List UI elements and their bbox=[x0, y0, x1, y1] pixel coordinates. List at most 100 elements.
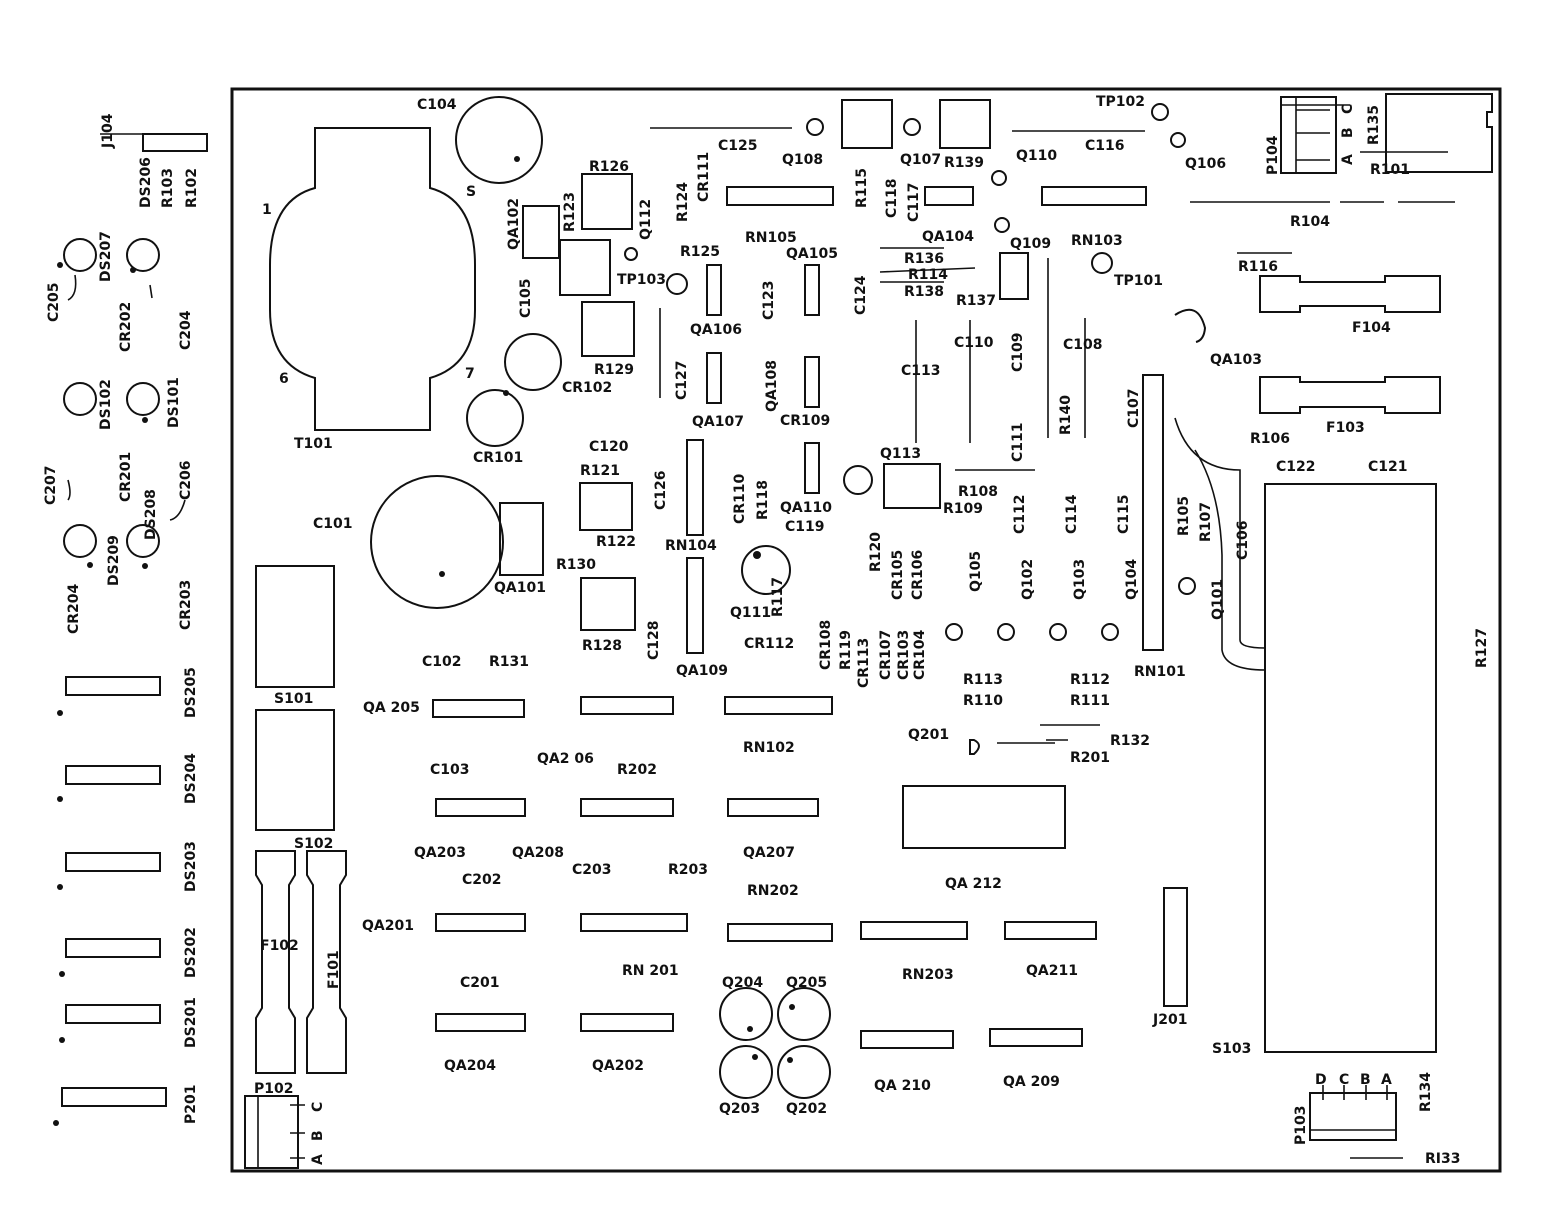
label-p103-a: A bbox=[1381, 1072, 1392, 1088]
label-r111: R111 bbox=[1070, 693, 1110, 709]
j104-connector bbox=[142, 133, 208, 152]
label-r109: R109 bbox=[943, 501, 983, 517]
ds201-bar bbox=[65, 1004, 161, 1024]
label-r139: R139 bbox=[944, 155, 984, 171]
label-s102: S102 bbox=[294, 836, 333, 852]
label-cr108: CR108 bbox=[818, 620, 834, 670]
qa207 bbox=[727, 798, 819, 817]
label-r122: R122 bbox=[596, 534, 636, 550]
label-q204: Q204 bbox=[722, 975, 763, 991]
rn105 bbox=[726, 186, 834, 206]
label-c114: C114 bbox=[1064, 494, 1080, 534]
r139-block bbox=[939, 99, 991, 149]
label-qa105: QA105 bbox=[786, 246, 838, 262]
label-r110: R110 bbox=[963, 693, 1003, 709]
label-r128: R128 bbox=[582, 638, 622, 654]
label-qa201: QA201 bbox=[362, 918, 414, 934]
label-r103: R103 bbox=[160, 168, 176, 208]
label-q109: Q109 bbox=[1010, 236, 1051, 252]
label-j104: J104 bbox=[100, 113, 116, 149]
label-tp101: TP101 bbox=[1114, 273, 1163, 289]
label-c121: C121 bbox=[1368, 459, 1408, 475]
label-qa110: QA110 bbox=[780, 500, 832, 516]
label-q101: Q101 bbox=[1210, 579, 1226, 620]
r135-block bbox=[1385, 93, 1493, 173]
label-c109: C109 bbox=[1010, 333, 1026, 373]
label-r201: R201 bbox=[1070, 750, 1110, 766]
label-c117: C117 bbox=[906, 183, 922, 223]
q203 bbox=[719, 1045, 773, 1099]
p102-connector bbox=[244, 1095, 299, 1169]
tp101 bbox=[1091, 252, 1113, 274]
p103-connector bbox=[1309, 1092, 1397, 1141]
label-ds206: DS206 bbox=[138, 157, 154, 208]
label-c124: C124 bbox=[853, 275, 869, 315]
label-cr112: CR112 bbox=[744, 636, 794, 652]
qa101-ic bbox=[499, 502, 544, 576]
ds204-bar bbox=[65, 765, 161, 785]
qa105 bbox=[804, 264, 820, 316]
label-cr107: CR107 bbox=[878, 630, 894, 680]
p201-connector bbox=[61, 1087, 167, 1107]
label-c122: C122 bbox=[1276, 459, 1316, 475]
label-cr203: CR203 bbox=[178, 580, 194, 630]
label-qa203: QA203 bbox=[414, 845, 466, 861]
label-c205: C205 bbox=[46, 283, 62, 323]
label-t101-6: 6 bbox=[279, 371, 289, 387]
label-qa205: QA 205 bbox=[363, 700, 420, 716]
label-p103-d: D bbox=[1315, 1072, 1327, 1088]
board-outline bbox=[230, 87, 1502, 1173]
qa202 bbox=[580, 1013, 674, 1032]
label-r127: R127 bbox=[1474, 628, 1490, 668]
ds206-led bbox=[126, 238, 160, 272]
tp103 bbox=[666, 273, 688, 295]
label-r117: R117 bbox=[770, 577, 786, 617]
label-c204: C204 bbox=[178, 310, 194, 350]
label-cr113: CR113 bbox=[856, 638, 872, 688]
label-qa206: QA2 06 bbox=[537, 751, 594, 767]
label-t101-7: 7 bbox=[465, 366, 475, 382]
label-c128: C128 bbox=[646, 621, 662, 661]
label-r123: R123 bbox=[562, 192, 578, 232]
qa107 bbox=[706, 352, 722, 404]
qa206 bbox=[580, 696, 674, 715]
label-r138: R138 bbox=[904, 284, 944, 300]
label-cr102: CR102 bbox=[562, 380, 612, 396]
label-p103-c: C bbox=[1339, 1072, 1349, 1088]
label-r202: R202 bbox=[617, 762, 657, 778]
ds101-led bbox=[126, 382, 160, 416]
cr102-bridge bbox=[504, 333, 562, 391]
label-q106: Q106 bbox=[1185, 156, 1226, 172]
label-c119: C119 bbox=[785, 519, 825, 535]
rn101 bbox=[1142, 374, 1164, 651]
label-qa211: QA211 bbox=[1026, 963, 1078, 979]
label-r120: R120 bbox=[868, 532, 884, 572]
label-rn104: RN104 bbox=[665, 538, 717, 554]
label-cr204: CR204 bbox=[66, 583, 82, 634]
qa109 bbox=[686, 557, 704, 654]
label-ds205: DS205 bbox=[183, 667, 199, 718]
components bbox=[244, 93, 1493, 1169]
r137-block bbox=[999, 252, 1029, 300]
label-cr111: CR111 bbox=[696, 152, 712, 202]
label-c110: C110 bbox=[954, 335, 994, 351]
s102-switch bbox=[255, 709, 335, 831]
cr101-bridge bbox=[466, 389, 524, 447]
label-r112: R112 bbox=[1070, 672, 1110, 688]
label-rn102: RN102 bbox=[743, 740, 795, 756]
label-c203: C203 bbox=[572, 862, 612, 878]
label-q111: Q111 bbox=[730, 605, 771, 621]
label-cr101: CR101 bbox=[473, 450, 523, 466]
label-t101-1: 1 bbox=[262, 202, 272, 218]
qa209 bbox=[989, 1028, 1083, 1047]
label-ds102: DS102 bbox=[98, 379, 114, 430]
label-cr201: CR201 bbox=[118, 452, 134, 502]
label-q110: Q110 bbox=[1016, 148, 1057, 164]
qa204 bbox=[435, 1013, 526, 1032]
f103-fuse bbox=[1259, 376, 1441, 414]
rn103 bbox=[1041, 186, 1147, 206]
label-cr110: CR110 bbox=[732, 473, 748, 524]
qa208 bbox=[580, 798, 674, 817]
label-c103: C103 bbox=[430, 762, 470, 778]
